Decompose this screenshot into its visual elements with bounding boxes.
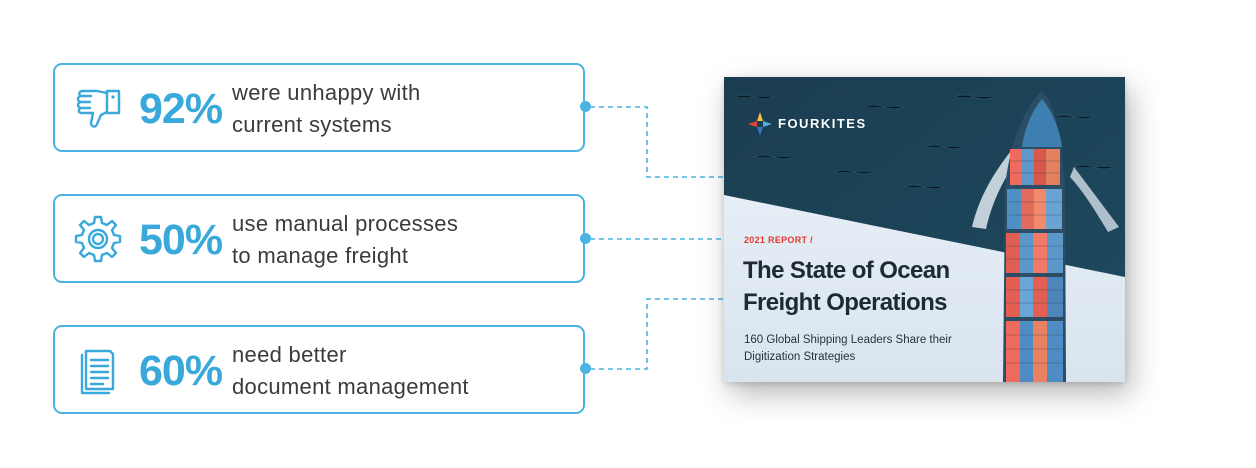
fourkites-logo (748, 112, 772, 136)
report-subtitle: 160 Global Shipping Leaders Share their … (744, 334, 952, 363)
stat-label-line1: need better (232, 342, 347, 367)
stat-card-unhappy: 92% were unhappy with current systems (53, 63, 585, 152)
brand-name: FOURKITES (778, 116, 867, 131)
stat-label-line2: document management (232, 374, 469, 399)
stat-label-line2: to manage freight (232, 243, 409, 268)
report-title: The State of Ocean Freight Operations (743, 257, 950, 316)
stat-label-line1: were unhappy with (232, 80, 421, 105)
gear-icon (73, 214, 123, 264)
report-cover-illustration (724, 77, 1125, 382)
document-icon (73, 345, 123, 395)
report-tag: 2021 REPORT / (744, 235, 813, 245)
connector-dot (580, 101, 591, 112)
stat-percent: 92% (139, 85, 223, 133)
stat-label-line2: current systems (232, 112, 392, 137)
stat-card-manual: 50% use manual processes to manage freig… (53, 194, 585, 283)
report-cover[interactable]: FOURKITES 2021 REPORT / The State of Oce… (724, 77, 1125, 382)
thumbs-down-icon (73, 83, 123, 133)
connector-dot (580, 363, 591, 374)
stat-percent: 60% (139, 347, 223, 395)
connector-dot (580, 233, 591, 244)
stat-percent: 50% (139, 216, 223, 264)
stat-card-documents: 60% need better document management (53, 325, 585, 414)
stat-label-line1: use manual processes (232, 211, 459, 236)
